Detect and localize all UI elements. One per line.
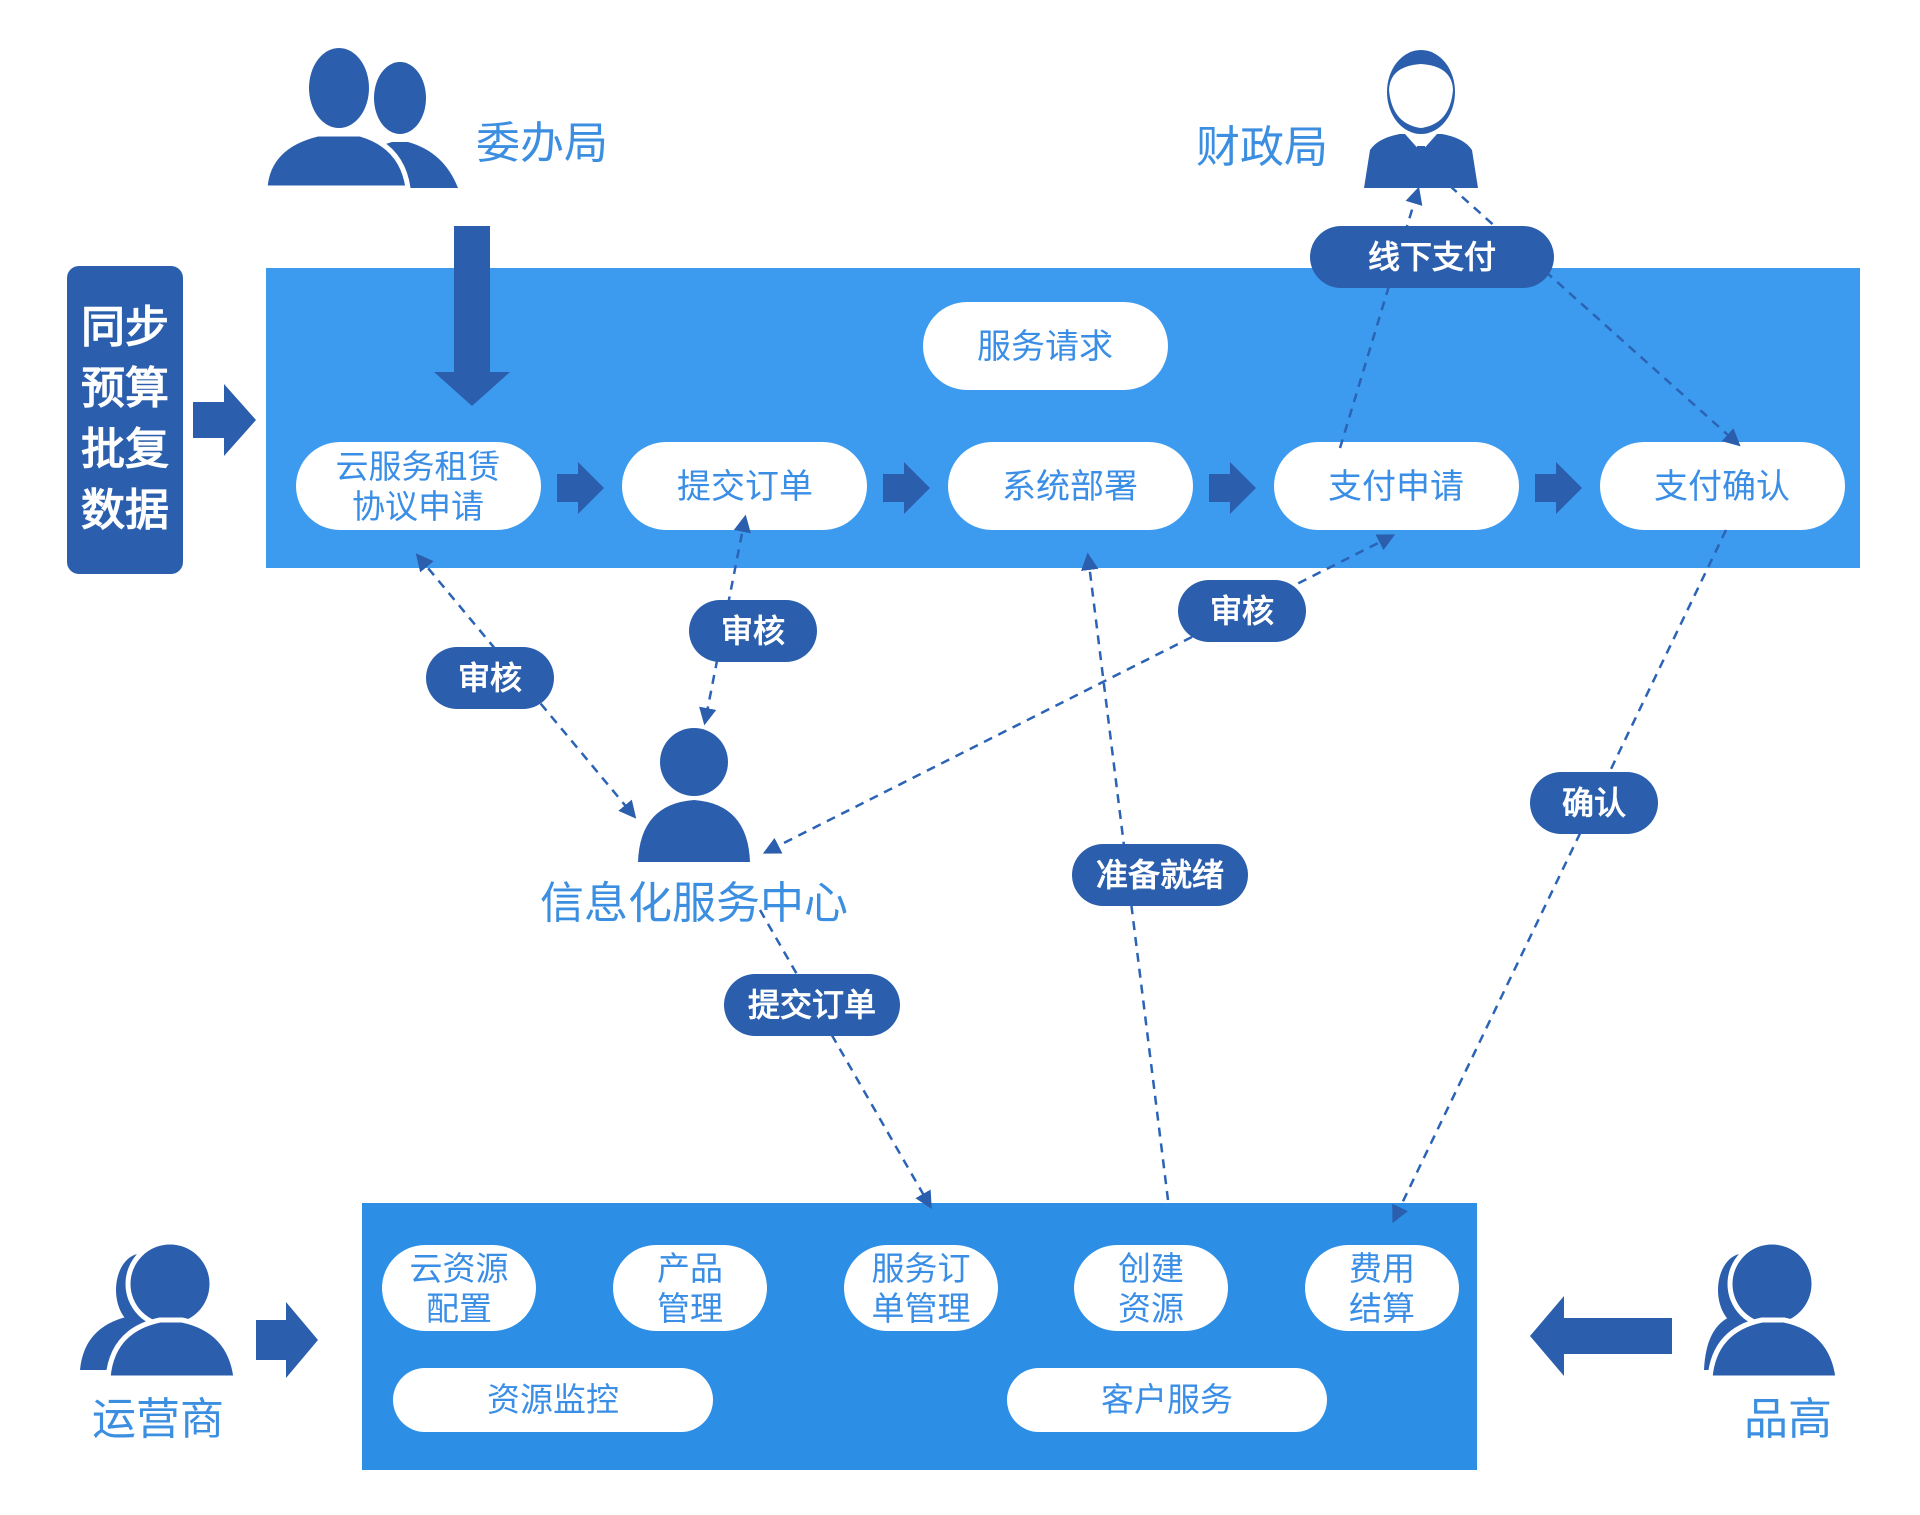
flow-arrow-icon (1535, 462, 1582, 514)
tag-label: 准备就绪 (1096, 856, 1224, 894)
pingao-person-icon (1704, 1239, 1841, 1381)
module-cloud-resource-config: 云资源 配置 (382, 1245, 536, 1331)
module-label: 管理 (657, 1289, 723, 1328)
finance-label: 财政局 (1196, 122, 1328, 173)
flow-step-label: 云服务租赁 (336, 447, 501, 486)
flow-step-deploy: 系统部署 (948, 442, 1193, 530)
module-label: 创建 (1118, 1249, 1184, 1288)
service-request-pill (923, 302, 1168, 390)
tag-label: 线下支付 (1368, 238, 1496, 276)
operator-label: 运营商 (92, 1394, 224, 1445)
tag-offline-pay: 线下支付 (1310, 226, 1554, 288)
connector-payment-review (762, 534, 1396, 854)
tag-ready: 准备就绪 (1072, 844, 1248, 906)
module-label: 配置 (426, 1289, 492, 1328)
module-label: 资源 (1118, 1289, 1184, 1328)
flow-step-label: 支付确认 (1654, 467, 1790, 507)
finance-person-icon (1364, 50, 1478, 188)
module-label: 资源监控 (487, 1380, 619, 1419)
module-create-resource: 创建 资源 (1074, 1245, 1228, 1331)
committee-label: 委办局 (476, 118, 608, 169)
side-line-1: 同步 (81, 302, 169, 353)
tag-label: 审核 (1210, 592, 1274, 630)
tag-label: 审核 (458, 659, 522, 697)
tag-review-order: 审核 (689, 600, 817, 662)
flow-step-label: 协议申请 (352, 487, 484, 526)
tag-label: 确认 (1562, 784, 1626, 822)
connector-submit-order (758, 909, 932, 1210)
pingao-label: 品高 (1744, 1394, 1832, 1445)
module-resource-monitor: 资源监控 (393, 1368, 713, 1432)
sync-budget-box: 同步 预算 批复 数据 (67, 266, 183, 574)
tag-review-lease: 审核 (426, 647, 554, 709)
flow-arrow-icon (883, 462, 930, 514)
committee-group-icon (262, 48, 458, 191)
operator-person-icon (80, 1239, 239, 1381)
flow-arrow-icon (557, 462, 604, 514)
side-arrow-icon (193, 384, 256, 456)
connector-lease-review (415, 553, 637, 819)
pingao-arrow-icon (1530, 1296, 1672, 1376)
committee-down-arrow-icon (434, 226, 510, 406)
module-customer-service: 客户服务 (1007, 1368, 1327, 1432)
flow-step-label: 支付申请 (1328, 467, 1464, 507)
flow-arrow-icon (1209, 462, 1256, 514)
module-label: 服务订 (872, 1249, 971, 1288)
flow-arrows (557, 462, 1582, 514)
tag-submit-order: 提交订单 (724, 974, 900, 1036)
flow-step-payment-confirm: 支付确认 (1600, 442, 1845, 530)
flow-step-lease-application: 云服务租赁 协议申请 (296, 442, 541, 530)
tag-label: 审核 (721, 612, 785, 650)
module-label: 结算 (1349, 1289, 1415, 1328)
tag-review-payment: 审核 (1178, 580, 1306, 642)
flow-step-payment-request: 支付申请 (1274, 442, 1519, 530)
module-order-management: 服务订 单管理 (844, 1245, 998, 1331)
module-label: 单管理 (872, 1289, 971, 1328)
side-line-3: 批复 (81, 424, 169, 475)
connector-confirm (1392, 529, 1728, 1224)
info-center-person-icon (638, 728, 750, 862)
side-line-4: 数据 (81, 485, 169, 536)
service-request-label: 服务请求 (977, 327, 1113, 367)
tag-confirm: 确认 (1530, 772, 1658, 834)
side-line-2: 预算 (81, 363, 169, 414)
module-label: 云资源 (410, 1249, 509, 1288)
flow-step-label: 提交订单 (677, 467, 813, 507)
module-label: 产品 (657, 1249, 723, 1288)
module-label: 客户服务 (1101, 1380, 1233, 1419)
flow-step-submit-order: 提交订单 (622, 442, 867, 530)
flow-step-label: 系统部署 (1002, 467, 1138, 507)
info-center-label: 信息化服务中心 (540, 878, 848, 929)
operator-arrow-icon (256, 1302, 318, 1378)
tag-label: 提交订单 (748, 986, 876, 1024)
module-billing: 费用 结算 (1305, 1245, 1459, 1331)
module-label: 费用 (1349, 1249, 1415, 1288)
module-product-management: 产品 管理 (613, 1245, 767, 1331)
